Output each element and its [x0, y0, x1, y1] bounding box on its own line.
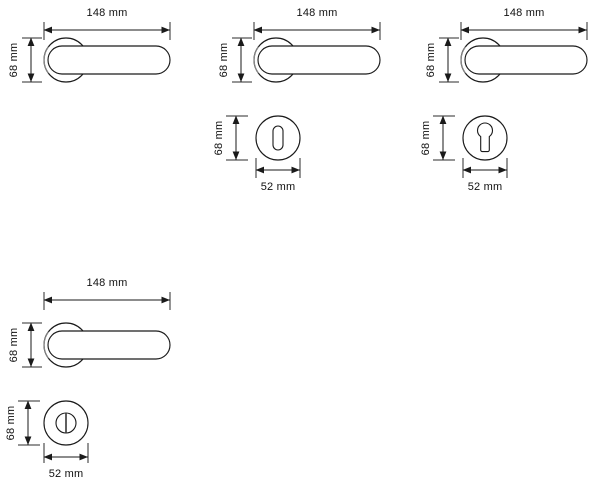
dimension-label-lever-width-3: 148 mm — [504, 7, 545, 19]
dimension-label-rose-height-1: 68 mm — [8, 43, 20, 78]
dimension-escutcheon-height-2: 68 mm — [213, 115, 248, 161]
dimension-rose-height-3: 68 mm — [425, 37, 459, 83]
euro-cylinder-icon-3 — [476, 122, 494, 153]
lever-bar-4 — [47, 330, 171, 360]
dimension-escutcheon-height-4: 68 mm — [5, 400, 40, 446]
dimension-escutcheon-width-3: 52 mm — [462, 158, 508, 193]
rose-inner-arc-2 — [253, 46, 259, 74]
handle-group-3: 148 mm 68 mm 68 mm 52 mm — [420, 7, 588, 193]
escutcheon-euro-cylinder-3: 68 mm 52 mm — [420, 115, 508, 193]
dimension-lever-width-1: 148 mm — [43, 7, 171, 40]
keyhole-icon-2 — [272, 125, 284, 151]
dimension-label-escutcheon-width-3: 52 mm — [468, 181, 503, 193]
rose-inner-arc-4 — [43, 331, 49, 359]
dimension-rose-height-1: 68 mm — [8, 37, 42, 83]
dimension-label-lever-width-2: 148 mm — [297, 7, 338, 19]
dimension-label-rose-height-4: 68 mm — [8, 328, 20, 363]
dimension-label-lever-width-1: 148 mm — [87, 7, 128, 19]
dimension-escutcheon-width-2: 52 mm — [255, 158, 301, 193]
dimension-escutcheon-width-4: 52 mm — [43, 443, 89, 480]
handle-group-1: 148 mm 68 mm — [8, 7, 171, 83]
rose-inner-arc-3 — [460, 46, 466, 74]
rose-inner-arc-1 — [43, 46, 49, 74]
handle-group-4: 148 mm 68 mm 68 mm 52 mm — [5, 277, 171, 480]
lever-bar-2 — [257, 45, 381, 75]
dimension-label-escutcheon-width-2: 52 mm — [261, 181, 296, 193]
dimension-lever-width-4: 148 mm — [43, 277, 171, 310]
dimension-escutcheon-height-3: 68 mm — [420, 115, 455, 161]
escutcheon-wc-turn-4: 68 mm 52 mm — [5, 400, 89, 480]
dimension-label-escutcheon-height-2: 68 mm — [213, 121, 225, 156]
dimension-rose-height-4: 68 mm — [8, 322, 42, 368]
lever-bar-1 — [47, 45, 171, 75]
dimension-lever-width-3: 148 mm — [460, 7, 588, 40]
dimension-lever-width-2: 148 mm — [253, 7, 381, 40]
dimension-label-rose-height-3: 68 mm — [425, 43, 437, 78]
dimension-label-rose-height-2: 68 mm — [218, 43, 230, 78]
dimension-label-escutcheon-height-3: 68 mm — [420, 121, 432, 156]
dimension-label-lever-width-4: 148 mm — [87, 277, 128, 289]
dimension-label-escutcheon-width-4: 52 mm — [49, 468, 84, 480]
dimension-rose-height-2: 68 mm — [218, 37, 252, 83]
escutcheon-keyhole-2: 68 mm 52 mm — [213, 115, 301, 193]
dimension-label-escutcheon-height-4: 68 mm — [5, 406, 17, 441]
handle-group-2: 148 mm 68 mm 68 mm 52 mm — [213, 7, 381, 193]
lever-bar-3 — [464, 45, 588, 75]
